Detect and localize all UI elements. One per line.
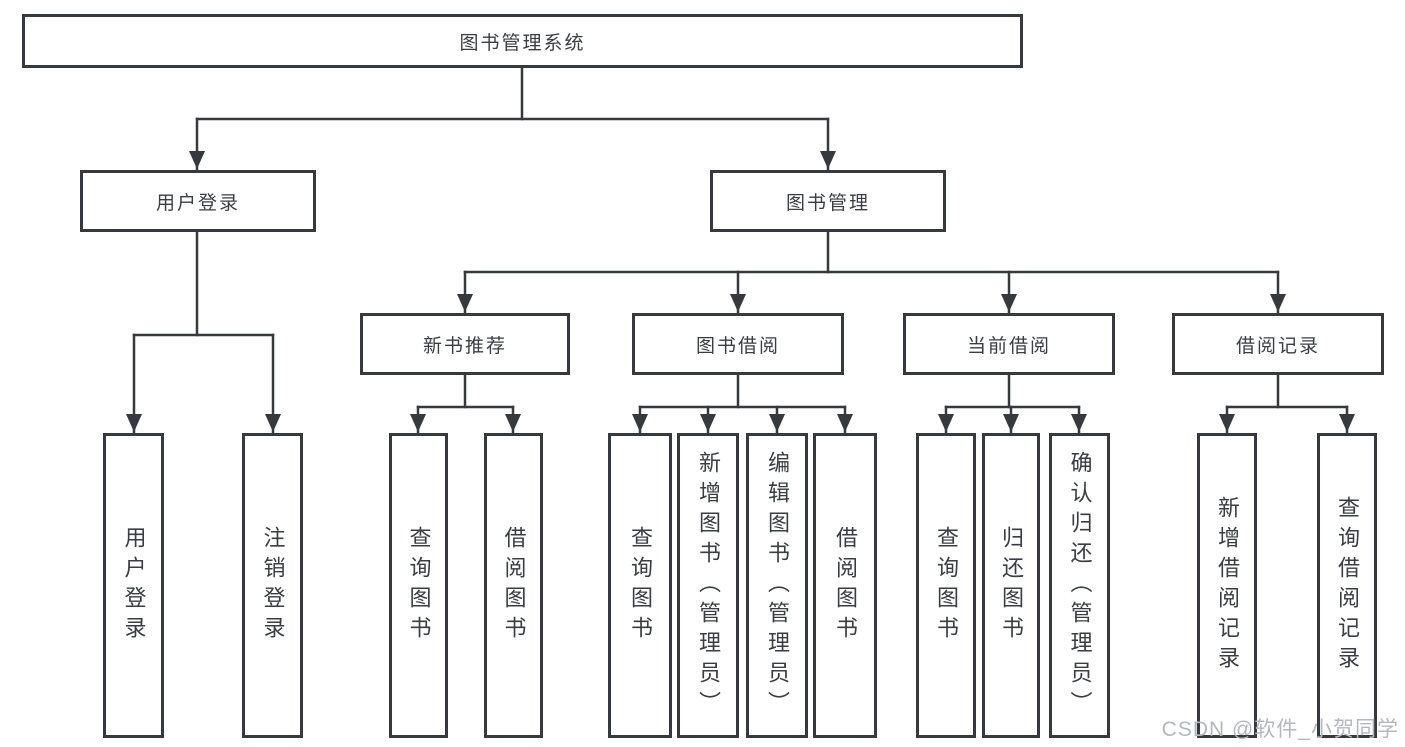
node-current-borrow-label: 当前借阅 — [966, 335, 1051, 357]
leaf-query-borrow-record-label: 查询借阅记录 — [1335, 495, 1360, 676]
leaf-edit-books-admin-label: 编辑图书（管理员） — [765, 450, 790, 721]
leaf-add-borrow-record: 新增借阅记录 — [1197, 433, 1257, 738]
leaf-query-books-current: 查询图书 — [916, 433, 976, 738]
leaf-edit-books-admin: 编辑图书（管理员） — [746, 433, 808, 738]
node-book-borrow-label: 图书借阅 — [695, 335, 780, 357]
leaf-borrow-books-label: 借阅图书 — [833, 525, 858, 646]
leaf-add-books-admin: 新增图书（管理员） — [677, 433, 739, 738]
node-root: 图书管理系统 — [22, 14, 1023, 68]
node-user-login-label: 用户登录 — [155, 192, 240, 214]
node-book-management-label: 图书管理 — [785, 192, 870, 214]
leaf-user-login-label: 用户登录 — [121, 525, 147, 646]
leaf-return-books: 归还图书 — [982, 433, 1040, 738]
leaf-confirm-return-admin: 确认归还（管理员） — [1049, 433, 1110, 738]
leaf-logout-label: 注销登录 — [260, 525, 286, 646]
node-new-book-recommend-label: 新书推荐 — [422, 335, 507, 357]
leaf-query-books-borrow: 查询图书 — [608, 433, 672, 738]
leaf-query-books-borrow-label: 查询图书 — [628, 525, 653, 646]
leaf-user-login: 用户登录 — [103, 433, 164, 738]
leaf-query-books-recommend-label: 查询图书 — [406, 525, 432, 646]
node-current-borrow: 当前借阅 — [903, 313, 1115, 375]
leaf-query-books-recommend: 查询图书 — [389, 433, 448, 738]
leaf-borrow-books-recommend: 借阅图书 — [484, 433, 543, 738]
leaf-logout: 注销登录 — [242, 433, 303, 738]
node-borrow-records-label: 借阅记录 — [1235, 335, 1320, 357]
node-borrow-records: 借阅记录 — [1172, 313, 1384, 375]
node-user-login: 用户登录 — [80, 170, 316, 232]
node-book-management: 图书管理 — [710, 170, 946, 232]
leaf-return-books-label: 归还图书 — [999, 525, 1024, 646]
leaf-add-books-admin-label: 新增图书（管理员） — [696, 450, 721, 721]
leaf-confirm-return-admin-label: 确认归还（管理员） — [1067, 450, 1093, 721]
csdn-watermark: CSDN @软件_小贺同学 — [1161, 718, 1399, 741]
leaf-query-books-current-label: 查询图书 — [934, 525, 959, 646]
node-new-book-recommend: 新书推荐 — [360, 313, 570, 375]
node-book-borrow: 图书借阅 — [632, 313, 844, 375]
node-root-label: 图书管理系统 — [459, 32, 586, 54]
leaf-add-borrow-record-label: 新增借阅记录 — [1215, 495, 1240, 676]
leaf-borrow-books-recommend-label: 借阅图书 — [501, 525, 527, 646]
leaf-borrow-books: 借阅图书 — [813, 433, 877, 738]
leaf-query-borrow-record: 查询借阅记录 — [1317, 433, 1377, 738]
